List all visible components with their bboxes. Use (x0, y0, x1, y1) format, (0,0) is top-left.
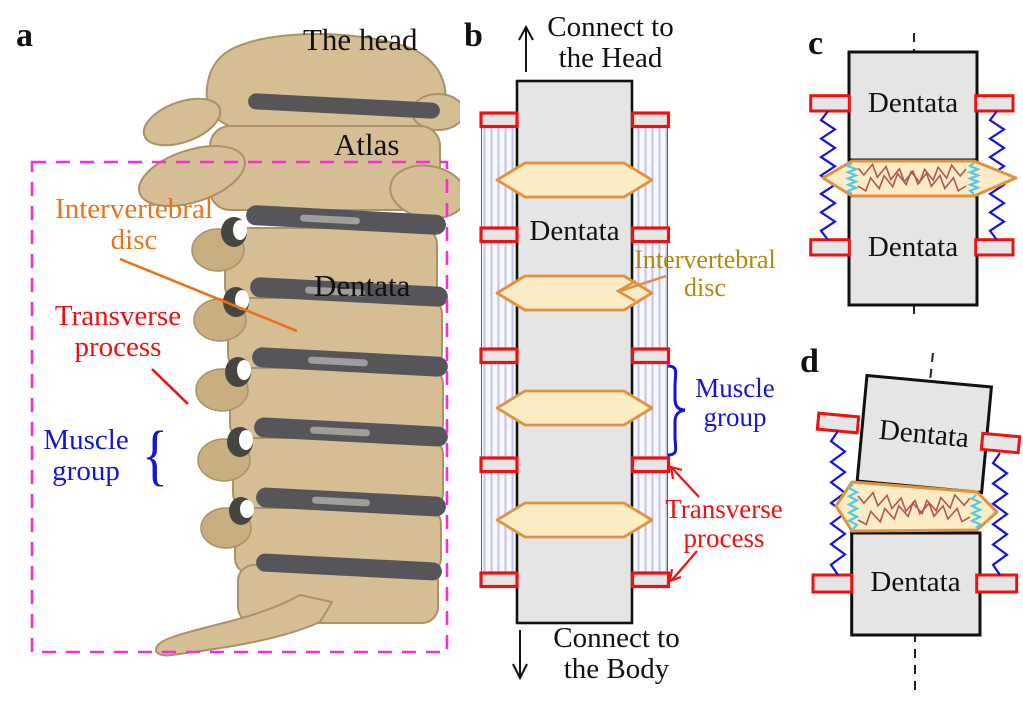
label-line: Muscle (43, 424, 129, 456)
spinous-process-bone (155, 593, 334, 657)
transverse-pointer-arrows (668, 465, 700, 583)
disc-inner-spring (857, 163, 967, 193)
label-intervertebral-disc-b: Intervertebral disc (611, 246, 799, 301)
label-transverse-process-a: Transverse process (28, 301, 208, 362)
label-line: the Head (558, 41, 663, 74)
disc-edge-spring (846, 483, 860, 530)
intervertebral-discs (495, 161, 654, 539)
label-muscle-group-a: Muscle group (26, 425, 146, 486)
panel-c-letter: c (808, 25, 824, 62)
spine-photo (138, 33, 460, 657)
up-arrow-icon (518, 24, 534, 72)
label-line: disc (110, 223, 158, 256)
label-line: Muscle (695, 373, 775, 403)
label-line: disc (684, 272, 726, 302)
disc-pointer-arrow (615, 274, 667, 303)
label-transverse-process-b: Transverse process (648, 495, 800, 552)
muscle-group-brace (667, 364, 686, 457)
muscle-spring (991, 452, 1009, 576)
transverse-process-leader-line (151, 368, 189, 405)
label-line: group (52, 454, 120, 487)
label-line: process (683, 522, 765, 553)
panel-a-letter: a (16, 17, 33, 54)
muscle-group-brace-a: { (142, 417, 168, 493)
disc-inner-spring (857, 162, 967, 192)
label-dentata-c-bottom: Dentata (867, 231, 959, 263)
posterior-process-bone (142, 97, 222, 147)
muscle-spring (818, 110, 838, 241)
intervertebral-disc-leader-line (119, 257, 298, 333)
panel-d-letter: d (800, 343, 819, 380)
disc-band (248, 93, 440, 119)
disc-edge-spring (969, 494, 983, 529)
disc-edge-spring (844, 162, 860, 195)
vertebra-block (850, 531, 982, 637)
label-line: Connect to (553, 622, 680, 654)
label-line: Intervertebral (634, 245, 776, 274)
label-the-head: The head (303, 22, 418, 57)
transverse-processes (809, 94, 1015, 257)
panel-d-graphic (811, 352, 1022, 692)
label-dentata-c-top: Dentata (867, 87, 959, 119)
down-arrow-icon (512, 630, 528, 681)
region-of-interest-box (30, 160, 449, 654)
label-dentata-d-bottom: Dentata (870, 566, 961, 598)
label-atlas: Atlas (334, 127, 400, 162)
label-line: Transverse (54, 300, 182, 332)
transverse-processes (479, 111, 671, 589)
label-line: process (74, 330, 162, 363)
intervertebral-disc-shape (821, 159, 1018, 198)
transverse-processes (811, 573, 1019, 594)
panel-b-graphic (479, 24, 700, 681)
panel-b-letter: b (464, 17, 483, 54)
label-line: group (703, 401, 767, 432)
label-connect-to-head: Connect to the Head (523, 12, 698, 73)
disc-edge-spring (966, 162, 982, 195)
label-connect-to-body: Connect to the Body (524, 623, 709, 684)
label-intervertebral-disc-a: Intervertebral disc (24, 194, 244, 255)
label-line: Transverse (665, 494, 783, 524)
disc-inner-spring (857, 491, 971, 523)
label-line: Connect to (547, 11, 674, 43)
label-dentata-a: Dentata (314, 268, 411, 303)
label-muscle-group-b: Muscle group (683, 374, 787, 431)
transverse-bumps (191, 217, 254, 549)
panel-c-graphic (809, 33, 1018, 320)
disc-inner-spring (857, 493, 971, 526)
panel-a-graphic (30, 33, 460, 657)
muscle-spring (829, 430, 847, 576)
label-dentata-b: Dentata (529, 215, 620, 247)
label-line: Intervertebral (55, 193, 213, 225)
disc-band-highlights (300, 214, 370, 507)
label-line: the Body (563, 652, 670, 685)
